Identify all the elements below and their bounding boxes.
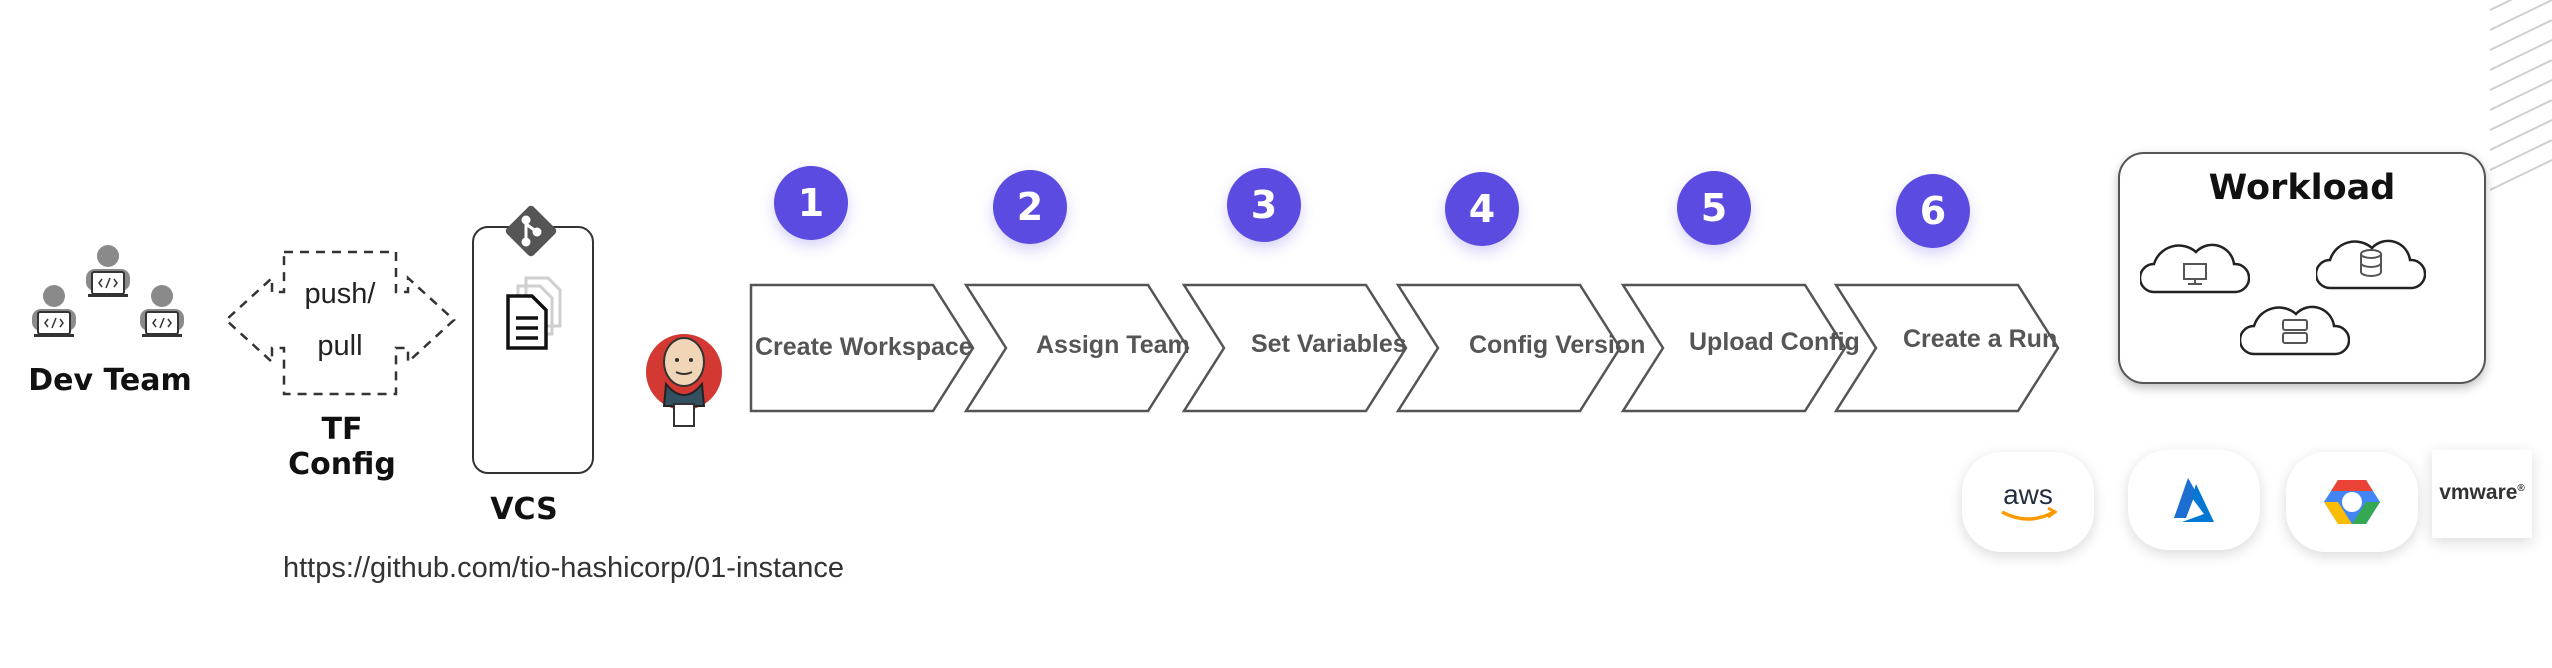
step-number-3: 3 <box>1227 168 1301 242</box>
step-chevron-3 <box>1181 283 1408 413</box>
database-cloud-icon <box>2316 239 2426 290</box>
monitor-cloud-icon <box>2140 243 2250 294</box>
vmware-logo: vmware® <box>2439 481 2525 504</box>
workload-box: Workload <box>2118 152 2486 384</box>
step-number-4: 4 <box>1445 172 1519 246</box>
git-icon <box>505 205 557 257</box>
jenkins-icon <box>646 334 722 427</box>
aws-card: aws <box>1962 452 2094 552</box>
azure-logo <box>2174 478 2214 522</box>
tf-config-line1: TF <box>321 412 363 447</box>
step-label-4: Config Version <box>1469 331 1646 359</box>
push-label: push/ <box>304 278 376 310</box>
step-label-6: Create a Run <box>1903 325 2058 353</box>
workload-title: Workload <box>2208 168 2396 208</box>
vmware-card: vmware® <box>2432 450 2532 538</box>
dev-team-label: Dev Team <box>28 363 192 398</box>
document-icon <box>506 276 562 350</box>
step-label-2: Assign Team <box>1036 331 1190 359</box>
svg-text:vmware®: vmware® <box>2439 481 2525 504</box>
azure-card <box>2128 450 2260 550</box>
gcp-logo <box>2324 480 2380 524</box>
repo-url-link[interactable]: https://github.com/tio-hashicorp/01-inst… <box>283 552 844 584</box>
step-chevron-5 <box>1620 283 1847 413</box>
step-label-3: Set Variables <box>1251 330 1407 358</box>
tf-config-label: TF Config <box>262 412 422 482</box>
step-chevron-2 <box>963 283 1190 413</box>
vcs-label: VCS <box>490 492 558 527</box>
gcp-card <box>2286 452 2418 552</box>
step-label-1: Create Workspace <box>755 333 973 361</box>
aws-logo: aws <box>2001 479 2058 521</box>
step-chevron-4 <box>1395 283 1622 413</box>
push-pull-arrow-icon <box>224 250 456 396</box>
pull-label: pull <box>317 330 363 362</box>
step-number-2: 2 <box>993 170 1067 244</box>
decorative-stripes <box>2490 0 2552 191</box>
step-number-1: 1 <box>774 166 848 240</box>
step-number-6: 6 <box>1896 174 1970 248</box>
server-cloud-icon <box>2240 305 2350 356</box>
svg-text:aws: aws <box>2003 479 2053 510</box>
step-chevron-6 <box>1833 283 2060 413</box>
tf-config-line2: Config <box>288 447 396 482</box>
developers-icon <box>32 245 184 337</box>
step-label-5: Upload Config <box>1689 328 1860 356</box>
step-chevron-1 <box>749 283 975 413</box>
step-number-5: 5 <box>1677 171 1751 245</box>
